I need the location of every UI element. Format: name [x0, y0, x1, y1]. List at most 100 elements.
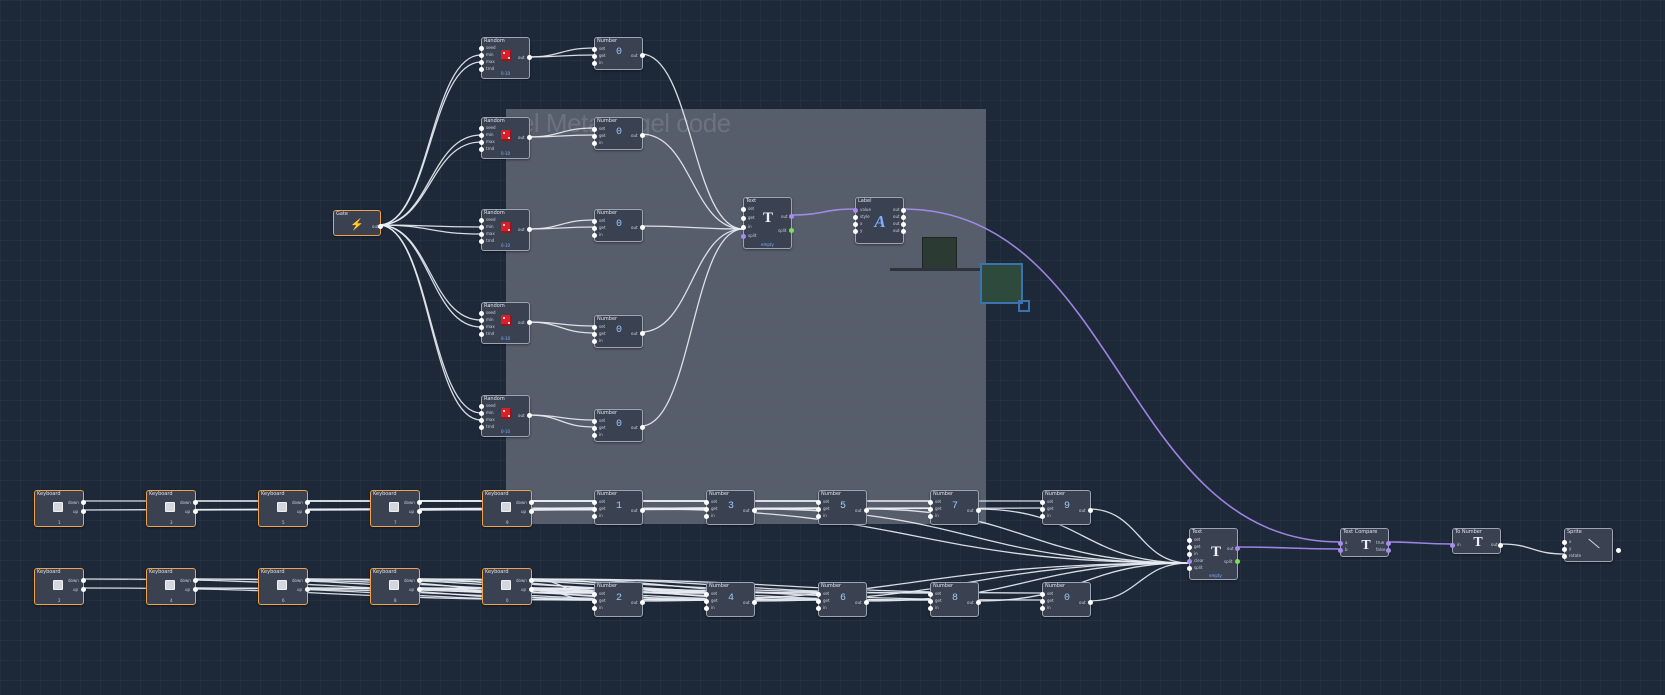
- output-port[interactable]: [305, 500, 310, 505]
- input-port[interactable]: [479, 46, 484, 51]
- input-port[interactable]: [1040, 514, 1045, 519]
- output-port[interactable]: [527, 55, 532, 60]
- connection-wire[interactable]: [864, 562, 1190, 602]
- input-port[interactable]: [592, 219, 597, 224]
- input-port[interactable]: [592, 419, 597, 424]
- output-port[interactable]: [640, 600, 645, 605]
- input-port[interactable]: [479, 411, 484, 416]
- connection-wire[interactable]: [527, 134, 595, 138]
- connection-wire[interactable]: [378, 54, 482, 226]
- output-port[interactable]: [81, 500, 86, 505]
- output-port[interactable]: [640, 508, 645, 513]
- connection-wire[interactable]: [640, 133, 744, 230]
- input-port[interactable]: [479, 218, 484, 223]
- output-port[interactable]: [527, 320, 532, 325]
- input-port[interactable]: [479, 404, 484, 409]
- input-port[interactable]: [592, 325, 597, 330]
- input-port[interactable]: [853, 229, 858, 234]
- output-port[interactable]: [81, 578, 86, 583]
- input-port[interactable]: [592, 606, 597, 611]
- output-port[interactable]: [640, 225, 645, 230]
- output-split-port[interactable]: [789, 228, 794, 233]
- connection-wire[interactable]: [527, 321, 595, 334]
- input-port[interactable]: [741, 207, 746, 212]
- input-port[interactable]: [928, 514, 933, 519]
- output-port[interactable]: [193, 587, 198, 592]
- input-port[interactable]: [479, 53, 484, 58]
- input-port[interactable]: [479, 418, 484, 423]
- connection-wire[interactable]: [640, 225, 744, 230]
- input-port[interactable]: [1562, 554, 1567, 559]
- input-port[interactable]: [479, 232, 484, 237]
- input-port[interactable]: [592, 592, 597, 597]
- output-port[interactable]: [527, 413, 532, 418]
- connection-wire[interactable]: [527, 226, 595, 230]
- output-port[interactable]: [901, 215, 906, 220]
- input-port[interactable]: [1187, 538, 1192, 543]
- input-port[interactable]: [592, 54, 597, 59]
- output-port[interactable]: [417, 509, 422, 514]
- input-port[interactable]: [592, 127, 597, 132]
- input-port[interactable]: [592, 339, 597, 344]
- input-port[interactable]: [704, 514, 709, 519]
- input-port[interactable]: [592, 500, 597, 505]
- input-port[interactable]: [853, 215, 858, 220]
- input-port[interactable]: [741, 225, 746, 230]
- input-port[interactable]: [704, 592, 709, 597]
- input-port[interactable]: [816, 592, 821, 597]
- output-port[interactable]: [976, 600, 981, 605]
- connection-wire[interactable]: [901, 208, 1341, 543]
- output-port[interactable]: [529, 578, 534, 583]
- connection-wire[interactable]: [640, 228, 744, 427]
- connection-wire[interactable]: [378, 224, 482, 421]
- output-port[interactable]: [1235, 546, 1240, 551]
- output-port[interactable]: [1386, 541, 1391, 546]
- input-port[interactable]: [816, 599, 821, 604]
- output-port[interactable]: [1386, 548, 1391, 553]
- output-port[interactable]: [1498, 543, 1503, 548]
- connection-wire[interactable]: [527, 54, 595, 58]
- input-port[interactable]: [479, 318, 484, 323]
- output-port[interactable]: [752, 508, 757, 513]
- output-port[interactable]: [1088, 600, 1093, 605]
- input-port[interactable]: [928, 592, 933, 597]
- output-port[interactable]: [864, 600, 869, 605]
- input-port[interactable]: [479, 126, 484, 131]
- output-port[interactable]: [901, 229, 906, 234]
- input-port[interactable]: [853, 222, 858, 227]
- input-port[interactable]: [816, 514, 821, 519]
- output-port[interactable]: [901, 208, 906, 213]
- input-port[interactable]: [1562, 547, 1567, 552]
- output-port[interactable]: [378, 224, 383, 229]
- output-port[interactable]: [640, 53, 645, 58]
- output-port[interactable]: [529, 509, 534, 514]
- input-port[interactable]: [592, 433, 597, 438]
- input-port[interactable]: [479, 225, 484, 230]
- output-port[interactable]: [901, 222, 906, 227]
- input-port[interactable]: [479, 60, 484, 65]
- input-port[interactable]: [816, 606, 821, 611]
- input-port[interactable]: [1040, 507, 1045, 512]
- input-port[interactable]: [704, 606, 709, 611]
- input-port[interactable]: [1338, 541, 1343, 546]
- input-port[interactable]: [1450, 543, 1455, 548]
- input-port[interactable]: [592, 426, 597, 431]
